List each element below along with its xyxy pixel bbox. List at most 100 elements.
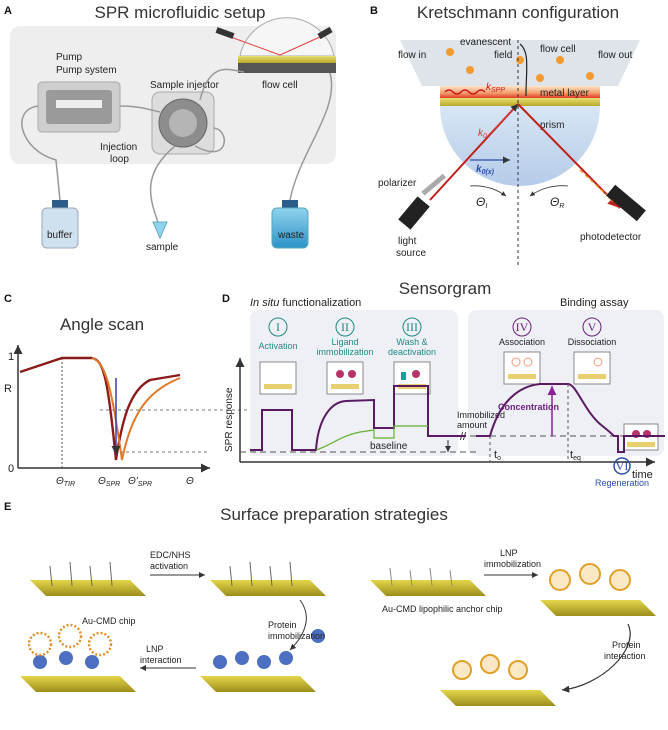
panel-d-title: Sensorgram [399,279,492,298]
x-spr-label: ΘSPR [98,476,120,488]
teq-label: teq [570,449,581,462]
flowcell-beam-out [279,35,323,56]
analyte-icon [593,357,603,367]
tube-waste [289,72,333,201]
lnp-int-label-1: LNP [146,644,164,654]
panel-b-title: Kretschmann configuration [417,3,619,22]
step-ii-chip [331,384,359,389]
panel-d: D Sensorgram In situ functionalization B… [222,279,665,488]
angle-i-arc [469,185,507,197]
step-ii-thumb [326,361,364,395]
polarizer-label: polarizer [378,178,417,189]
injector-label: Sample injector [150,80,220,91]
step-iii-label-1: Wash & [396,337,427,347]
chip-lnp-immob [540,600,656,616]
k0-label: k0 [478,128,487,140]
theta-r-label: ΘR [550,195,564,210]
baseline-label: baseline [370,441,408,452]
spp-wave [444,89,486,95]
buffer-label: buffer [47,230,73,241]
angle-r-arc [529,185,569,197]
field-decay-curve [519,43,528,97]
sensorgram-functionalization [250,385,466,451]
sensorgram-binding [476,383,665,453]
metal-layer [440,98,600,106]
step-iv-thumb [503,351,541,385]
step-iv-label: Association [499,337,545,347]
flowcell-detector [317,26,333,40]
immobilized-lnps [452,563,631,680]
protein-label-2: immobilization [268,631,325,641]
x-spr2-label: Θ'SPR [128,476,152,488]
prot-int-label-1: Protein [612,640,641,650]
immobilized-label-1: Immobilized [457,410,505,420]
k0-vector [485,103,519,139]
protein-label-1: Protein [268,620,297,630]
waste-cap [282,200,298,208]
step-i-thumb [259,361,297,395]
panel-letter-d: D [222,293,230,305]
tube-sample [149,145,176,229]
light-label-2: source [396,248,426,259]
x-theta-label: Θ [186,476,194,487]
step-iii-thumb [393,361,431,395]
protein-arrow [289,599,307,651]
step-vi-chip [627,442,655,447]
sensorgram-immobilized [315,425,428,451]
flow-in-label: flow in [398,50,426,61]
prism-label: prism [540,120,564,131]
step-iv-num: IV [516,320,529,334]
angle-ylabel: R [4,383,12,395]
flowcell-label: flow cell [262,80,298,91]
tube-buffer [21,105,61,201]
step-ii-circle [335,317,355,337]
panel-c-title: Angle scan [60,315,144,334]
step-v-circle [582,317,602,337]
theta-i-label: ΘI [476,195,487,210]
photodetector [606,184,646,222]
curve-after [91,357,181,461]
protein-icon [311,629,325,643]
step-vi-label: Regeneration [595,478,649,488]
step-v-thumb [573,351,611,385]
tube-pump-injector [119,105,161,113]
panel-e-title: Surface preparation strategies [220,505,448,524]
metal-label: metal layer [540,88,590,99]
flow-out-label: flow out [598,50,633,61]
ligand-icon [336,370,344,378]
flowcell-block [238,63,336,73]
prot-int-label-2: interaction [604,651,646,661]
curve-before [19,356,181,461]
chip-lnp [20,676,136,692]
tube-loop [194,127,226,153]
loop-label-2: loop [110,154,129,165]
buffer-bottle [41,207,79,249]
angle-y0: 0 [8,463,14,475]
lnp-int-label-2: interaction [140,655,182,665]
analyte-dot [466,66,474,74]
step-v-num: V [588,320,597,334]
lnp-immob-label-1: LNP [500,548,518,558]
step-ii-num: II [341,320,349,334]
edc-label-1: EDC/NHS [150,550,191,560]
step-i-label: Activation [258,341,297,351]
sample-label: sample [146,242,179,253]
light-label-1: light [398,236,417,247]
flow-cell-label: flow cell [540,44,576,55]
polarizer [421,173,447,196]
prism [440,106,600,186]
analyte-dot [516,56,524,64]
step-vi-num: VI [616,459,629,473]
step-ii-label-2: immobilization [316,347,373,357]
chip-activated [210,580,326,596]
pump-label-1: Pump [56,52,83,63]
concentration-label: Concentration [498,402,559,412]
k0x-label: k0(x) [476,164,495,176]
step-i-num: I [276,320,280,334]
panel-letter-c: C [4,293,12,305]
chip-anchor [370,580,486,596]
kspp-label: kSPP [486,82,505,94]
step-v-label: Dissociation [568,337,617,347]
panel-e: E Surface preparation strategies EDC/NHS… [4,501,656,706]
